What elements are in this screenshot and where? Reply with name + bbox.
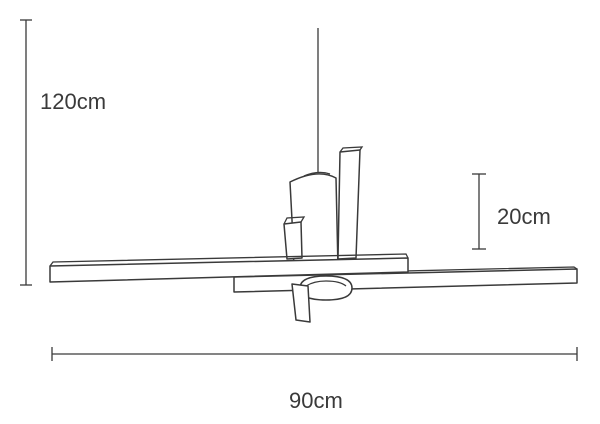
lamp-arm-left bbox=[49, 257, 409, 283]
pendant-lamp-drawing bbox=[49, 28, 578, 323]
lamp-small-block bbox=[283, 221, 303, 260]
height-fixture-dimension: 20cm bbox=[472, 173, 551, 250]
width-total-label: 90cm bbox=[289, 388, 343, 413]
height-total-dimension: 120cm bbox=[20, 19, 106, 286]
width-total-dimension: 90cm bbox=[51, 347, 578, 413]
height-total-label: 120cm bbox=[40, 89, 106, 114]
lamp-bottom-hub-inner bbox=[305, 280, 347, 287]
height-fixture-label: 20cm bbox=[497, 204, 551, 229]
lamp-fin-tall-top bbox=[339, 146, 364, 153]
lamp-small-block-top bbox=[283, 216, 306, 225]
lamp-arm-left-top-edge bbox=[49, 253, 409, 267]
lamp-body-cap bbox=[303, 171, 331, 177]
lamp-fin-tall bbox=[337, 149, 361, 260]
lamp-lower-blade bbox=[291, 283, 311, 323]
